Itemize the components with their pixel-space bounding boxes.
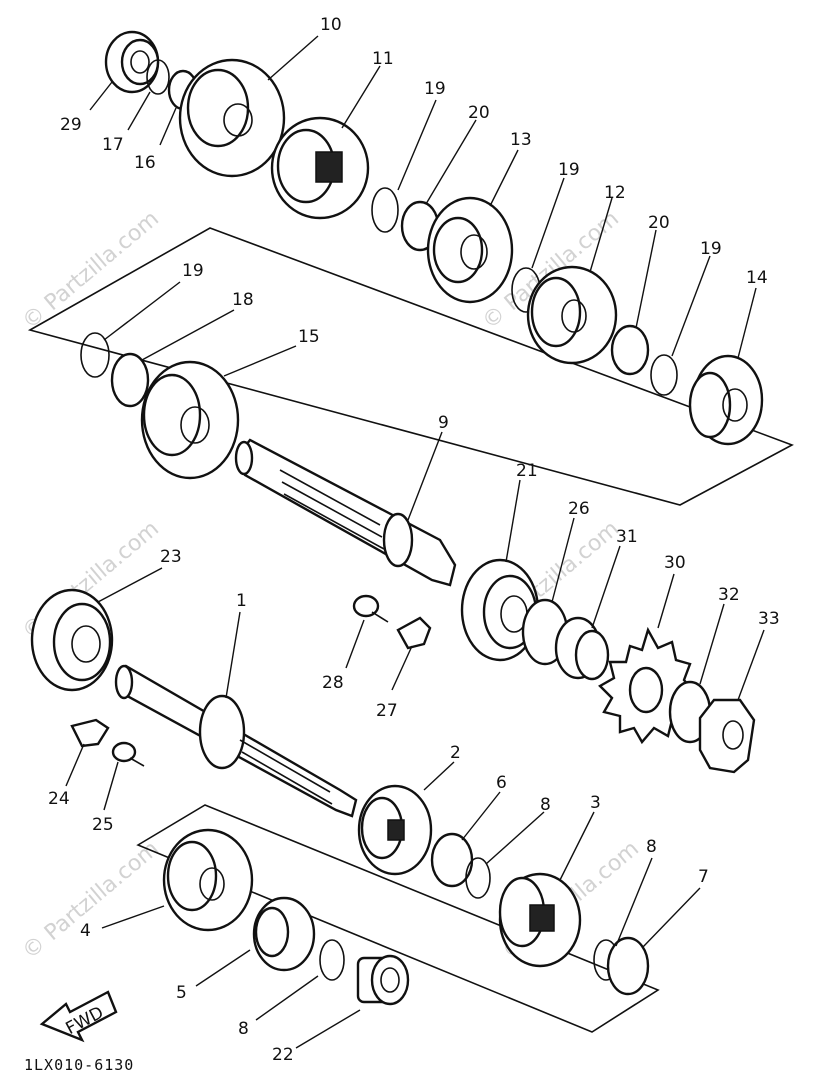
- label-6: 6: [496, 773, 507, 793]
- part-11-gear: [270, 116, 370, 220]
- label-3: 3: [590, 793, 601, 813]
- part-29-bearing: [104, 30, 160, 94]
- label-15: 15: [298, 327, 320, 347]
- label-2: 2: [450, 743, 461, 763]
- part-8-circlip: [319, 939, 345, 981]
- diagram-code: 1LX010-6130: [24, 1056, 134, 1074]
- part-21-bearing: [460, 558, 540, 662]
- part-2-gear: [357, 784, 433, 876]
- part-10-gear: [178, 58, 286, 178]
- label-8: 8: [646, 837, 657, 857]
- label-16: 16: [134, 153, 156, 173]
- part-1-main-axle: [114, 664, 358, 818]
- label-31: 31: [616, 527, 638, 547]
- label-12: 12: [604, 183, 626, 203]
- part-labels: 29 17 16 10 11 19 20 13 19 12 20 19 14 1…: [48, 15, 780, 1065]
- label-13: 13: [510, 130, 532, 150]
- part-13-gear: [426, 196, 514, 304]
- part-20-washer: [610, 324, 650, 376]
- label-7: 7: [698, 867, 709, 887]
- part-15-gear: [140, 360, 240, 480]
- label-1: 1: [236, 591, 247, 611]
- part-9-main-axle: [234, 438, 457, 587]
- label-4: 4: [80, 921, 91, 941]
- part-28-screw: [352, 594, 389, 623]
- upper-group-box: [27, 227, 794, 506]
- label-5: 5: [176, 983, 187, 1003]
- label-8: 8: [540, 795, 551, 815]
- watermark: © Partzilla.com: [18, 206, 164, 334]
- part-3-gear: [498, 872, 582, 968]
- label-20: 20: [648, 213, 670, 233]
- part-19-circlip: [371, 187, 399, 233]
- lower-group-box: [136, 804, 660, 1033]
- part-33-nut: [698, 698, 756, 774]
- label-22: 22: [272, 1045, 294, 1065]
- part-7-washer: [606, 936, 650, 996]
- label-33: 33: [758, 609, 780, 629]
- part-23-bearing: [30, 588, 114, 692]
- part-31-collar: [554, 616, 610, 681]
- label-17: 17: [102, 135, 124, 155]
- label-19: 19: [182, 261, 204, 281]
- leader-lines: [65, 35, 765, 1049]
- label-19: 19: [424, 79, 446, 99]
- part-17-circlip: [146, 59, 170, 95]
- watermark: © Partzilla.com: [18, 836, 164, 964]
- label-19: 19: [700, 239, 722, 259]
- part-12-gear: [526, 265, 618, 365]
- label-19: 19: [558, 160, 580, 180]
- label-29: 29: [60, 115, 82, 135]
- part-19-circlip: [650, 354, 678, 396]
- label-32: 32: [718, 585, 740, 605]
- label-8: 8: [238, 1019, 249, 1039]
- part-22-bearing: [356, 954, 410, 1006]
- label-10: 10: [320, 15, 342, 35]
- label-28: 28: [322, 673, 344, 693]
- label-14: 14: [746, 268, 768, 288]
- fwd-arrow-icon: FWD: [39, 990, 118, 1043]
- part-5-gear: [252, 896, 316, 972]
- label-30: 30: [664, 553, 686, 573]
- label-20: 20: [468, 103, 490, 123]
- part-8-circlip: [465, 857, 491, 899]
- part-25-screw: [111, 741, 145, 767]
- part-24-stopper: [70, 718, 110, 748]
- part-14-gear: [688, 354, 764, 446]
- label-21: 21: [516, 461, 538, 481]
- label-23: 23: [160, 547, 182, 567]
- part-19-circlip: [80, 332, 110, 378]
- label-26: 26: [568, 499, 590, 519]
- label-27: 27: [376, 701, 398, 721]
- label-11: 11: [372, 49, 394, 69]
- label-25: 25: [92, 815, 114, 835]
- label-18: 18: [232, 290, 254, 310]
- part-27-stopper: [396, 616, 432, 650]
- label-9: 9: [438, 413, 449, 433]
- part-4-gear: [162, 828, 254, 932]
- label-24: 24: [48, 789, 70, 809]
- part-18-washer: [110, 352, 150, 408]
